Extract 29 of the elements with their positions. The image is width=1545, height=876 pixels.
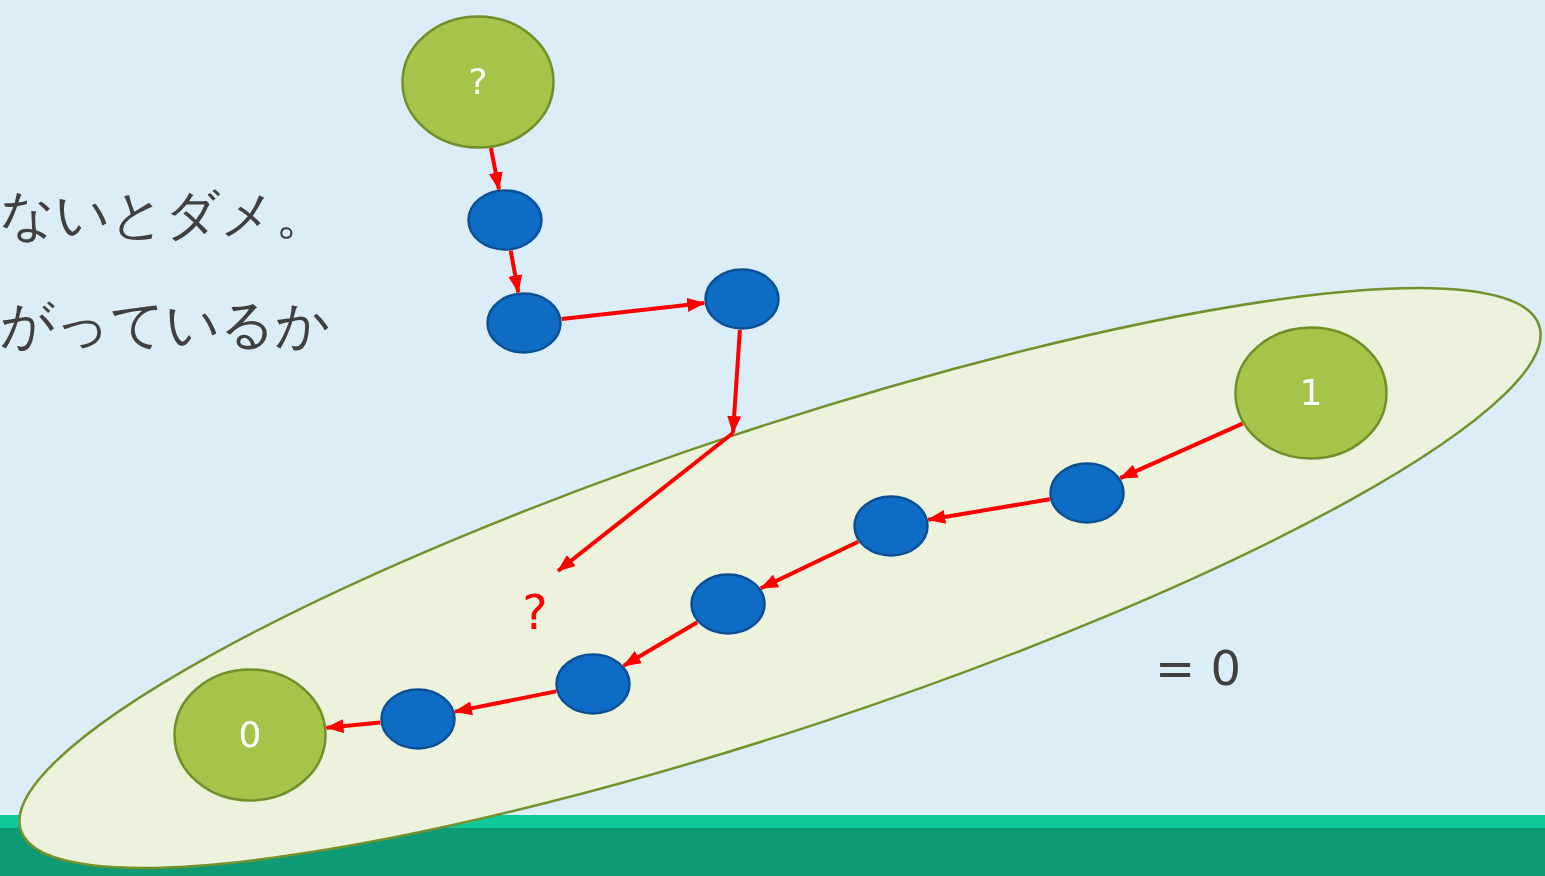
state-dot [555,653,631,715]
arrow [561,298,706,321]
state-circle [1234,326,1388,460]
node-label: 0 [238,717,262,753]
arrow [1119,421,1244,480]
state-dot [380,688,456,750]
node-label: ? [468,64,488,100]
arrow [325,719,381,734]
arrow [927,497,1051,524]
note-text: ないとダメ。 [0,182,329,248]
arrow [453,689,557,716]
state-dot [690,573,766,635]
question-mark: ? [510,582,560,642]
state-dot [486,292,562,354]
state-dot [853,495,929,557]
node-label: 1 [1299,375,1323,411]
arrow [727,329,742,434]
arrow [759,539,860,591]
arrow [556,431,735,573]
arrow [508,250,523,294]
equation-label: = 0 [1155,640,1241,698]
arrow [622,620,699,668]
state-dot [1049,462,1125,524]
arrow [488,147,503,191]
state-circle [173,668,327,802]
state-circle [401,15,555,149]
state-dot [704,268,780,330]
state-dot [467,189,543,251]
note-text: がっているか [0,292,330,358]
